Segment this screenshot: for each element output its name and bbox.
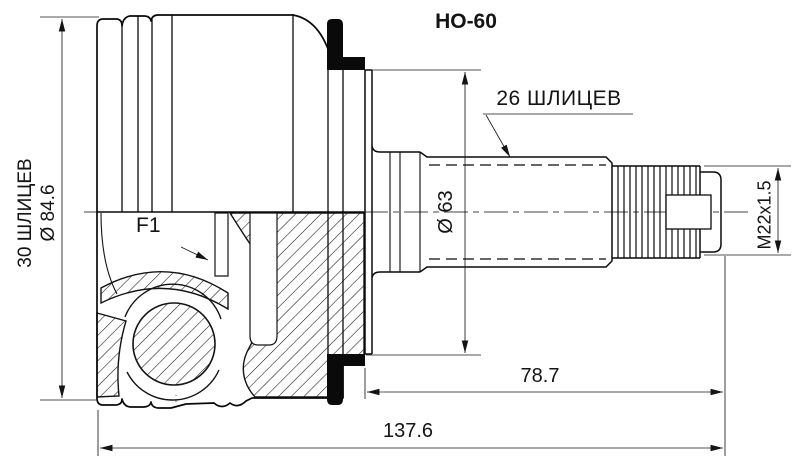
inner-wall-curve — [100, 212, 118, 295]
dust-shield — [364, 69, 373, 355]
label-thread-size: M22x1.5 — [754, 180, 775, 250]
bell-outline — [96, 14, 364, 409]
label-hub-splines: 30 ШЛИЦЕВ — [15, 158, 36, 268]
cotter-pin-slot — [665, 194, 712, 230]
label-hub-group: 30 ШЛИЦЕВ Ø 84.6 — [14, 128, 60, 298]
dimension-lines — [40, 16, 791, 456]
dim-spline-section-length: 78.7 — [520, 365, 560, 387]
thread-lines — [617, 166, 697, 258]
clamp-seat-top — [327, 19, 365, 70]
snap-ring-groove — [214, 212, 229, 277]
hub-bore-channel — [249, 212, 278, 346]
label-shaft-splines: 26 ШЛИЦЕВ — [496, 87, 622, 110]
part-number-title: HO-60 — [435, 10, 497, 33]
cage-arc-top — [124, 283, 222, 320]
label-shield-diameter: Ø 63 — [435, 190, 457, 234]
inner-race-dome-section — [100, 271, 229, 311]
leader-f1 — [180, 246, 209, 261]
spline-section — [419, 151, 613, 273]
left-wall-section — [96, 312, 127, 398]
end-cap — [700, 171, 722, 253]
label-snap-ring: F1 — [136, 214, 161, 237]
clamp-seat-bottom — [327, 354, 365, 405]
boot-groove-lines — [121, 14, 344, 354]
shaft — [371, 145, 722, 279]
ball-bearing — [132, 302, 216, 386]
boot-clamp-seats — [327, 19, 365, 405]
label-outer-diameter: Ø 84.6 — [38, 184, 59, 242]
dim-overall-length: 137.6 — [382, 420, 434, 442]
section-hatching — [96, 212, 365, 401]
cage-arc-bottom — [126, 369, 220, 401]
leader-26-splines — [485, 114, 511, 158]
